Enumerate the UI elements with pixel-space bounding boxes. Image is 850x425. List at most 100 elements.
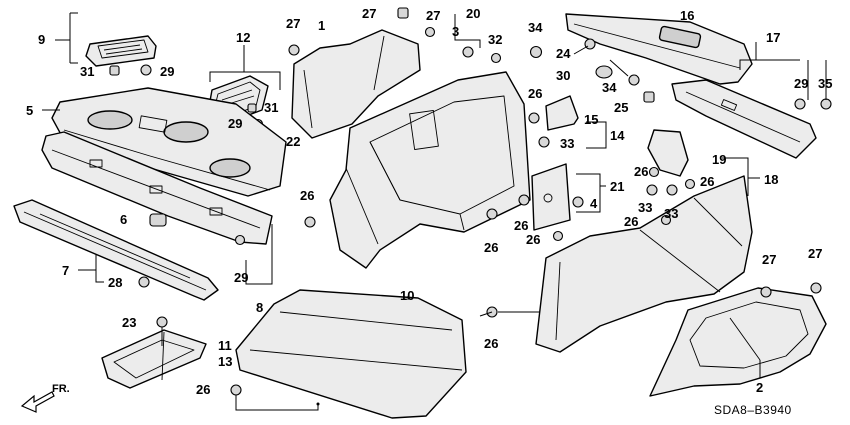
front-direction-arrow-icon xyxy=(20,391,55,413)
fastener-25 xyxy=(643,91,655,103)
callout-26e: 26 xyxy=(526,232,540,247)
callout-26-mat: 26 xyxy=(196,382,210,397)
callout-31b: 31 xyxy=(264,100,278,115)
fastener-30 xyxy=(595,65,613,79)
callout-34b: 34 xyxy=(602,80,617,95)
fastener-26e xyxy=(552,230,564,242)
callout-33a: 33 xyxy=(560,136,574,151)
callout-4: 4 xyxy=(590,196,598,211)
fastener-27b xyxy=(397,7,409,19)
callout-26i: 26 xyxy=(484,336,498,351)
callout-26b: 26 xyxy=(300,188,314,203)
part-1-side-lining xyxy=(291,29,421,139)
part-18-rear-side-lining xyxy=(535,175,753,353)
callout-29c: 29 xyxy=(794,76,808,91)
callout-34a: 34 xyxy=(528,20,543,35)
part-2-wheel-cover xyxy=(649,287,827,397)
callout-33b: 33 xyxy=(638,200,652,215)
callout-31a: 31 xyxy=(80,64,94,79)
callout-30: 30 xyxy=(556,68,570,83)
callout-19: 19 xyxy=(712,152,726,167)
callout-16: 16 xyxy=(680,8,694,23)
callout-15: 15 xyxy=(584,112,598,127)
part-5-rear-shelf xyxy=(51,87,287,197)
fastener-28 xyxy=(138,276,150,288)
callout-25: 25 xyxy=(614,100,628,115)
callout-6: 6 xyxy=(120,212,127,227)
callout-26h: 26 xyxy=(624,214,638,229)
callout-27a: 27 xyxy=(286,16,300,31)
fastener-26h xyxy=(660,214,672,226)
callout-1: 1 xyxy=(318,18,325,33)
callout-13: 13 xyxy=(218,354,232,369)
fastener-26a xyxy=(528,112,540,124)
part-10-floor-mat xyxy=(235,289,467,419)
part-17-right-trim xyxy=(671,79,817,159)
callout-21: 21 xyxy=(610,179,624,194)
callout-20: 20 xyxy=(466,6,480,21)
fastener-23 xyxy=(156,316,168,346)
fastener-34b xyxy=(628,74,640,86)
fastener-26d xyxy=(518,194,530,206)
callout-27c: 27 xyxy=(426,8,440,23)
callout-29d: 29 xyxy=(234,270,248,285)
fastener-20-3 xyxy=(462,46,474,58)
callout-33c: 33 xyxy=(664,206,678,221)
callout-26a: 26 xyxy=(528,86,542,101)
part-9-cover xyxy=(85,35,157,67)
fastener-26g xyxy=(684,178,696,190)
fastener-27e xyxy=(810,282,822,294)
callout-26f: 26 xyxy=(634,164,648,179)
trunk-well-lining xyxy=(329,71,531,269)
callout-29b: 29 xyxy=(228,116,242,131)
callout-3: 3 xyxy=(452,24,459,39)
fastener-24 xyxy=(584,38,596,50)
fastener-33c xyxy=(666,184,678,196)
fastener-33a xyxy=(538,136,550,148)
callout-26g: 26 xyxy=(700,174,714,189)
callout-24: 24 xyxy=(556,46,571,61)
fastener-29a xyxy=(140,64,152,76)
callout-26c: 26 xyxy=(484,240,498,255)
callout-32: 32 xyxy=(488,32,502,47)
fastener-33b xyxy=(646,184,658,196)
callout-11: 11 xyxy=(218,338,232,353)
callout-18: 18 xyxy=(764,172,778,187)
fastener-4 xyxy=(572,196,584,208)
callout-23: 23 xyxy=(122,315,136,330)
callout-22: 22 xyxy=(286,134,300,149)
part-21-side-plate xyxy=(531,163,571,231)
fastener-32 xyxy=(490,52,502,64)
fastener-31b xyxy=(247,103,257,113)
part-7-long-trim xyxy=(13,199,219,301)
fastener-29d xyxy=(234,234,246,246)
callout-10: 10 xyxy=(400,288,414,303)
fastener-27d xyxy=(760,286,772,298)
callout-8: 8 xyxy=(256,300,263,315)
callout-9: 9 xyxy=(38,32,45,47)
callout-29a: 29 xyxy=(160,64,174,79)
part-11-bracket xyxy=(101,329,207,389)
callout-27d: 27 xyxy=(762,252,776,267)
fastener-26f xyxy=(648,166,660,178)
callout-5: 5 xyxy=(26,103,33,118)
callout-14: 14 xyxy=(610,128,625,143)
fastener-26b xyxy=(304,216,316,228)
fastener-29c xyxy=(794,98,806,110)
fastener-27a xyxy=(288,44,300,56)
part-8-shelf-frame xyxy=(41,131,273,245)
fastener-26c xyxy=(486,208,498,220)
diagram-code: SDA8–B3940 xyxy=(714,403,792,417)
part-15-bracket xyxy=(545,95,579,131)
callout-2: 2 xyxy=(756,380,763,395)
callout-26d: 26 xyxy=(514,218,528,233)
callout-27e: 27 xyxy=(808,246,822,261)
fastener-35 xyxy=(820,98,832,110)
callout-27b: 27 xyxy=(362,6,376,21)
callout-28: 28 xyxy=(108,275,122,290)
front-direction-label: FR. xyxy=(52,383,70,395)
part-16-upper-trim xyxy=(565,13,753,85)
fastener-31a xyxy=(109,65,120,76)
clip-6 xyxy=(149,213,167,227)
